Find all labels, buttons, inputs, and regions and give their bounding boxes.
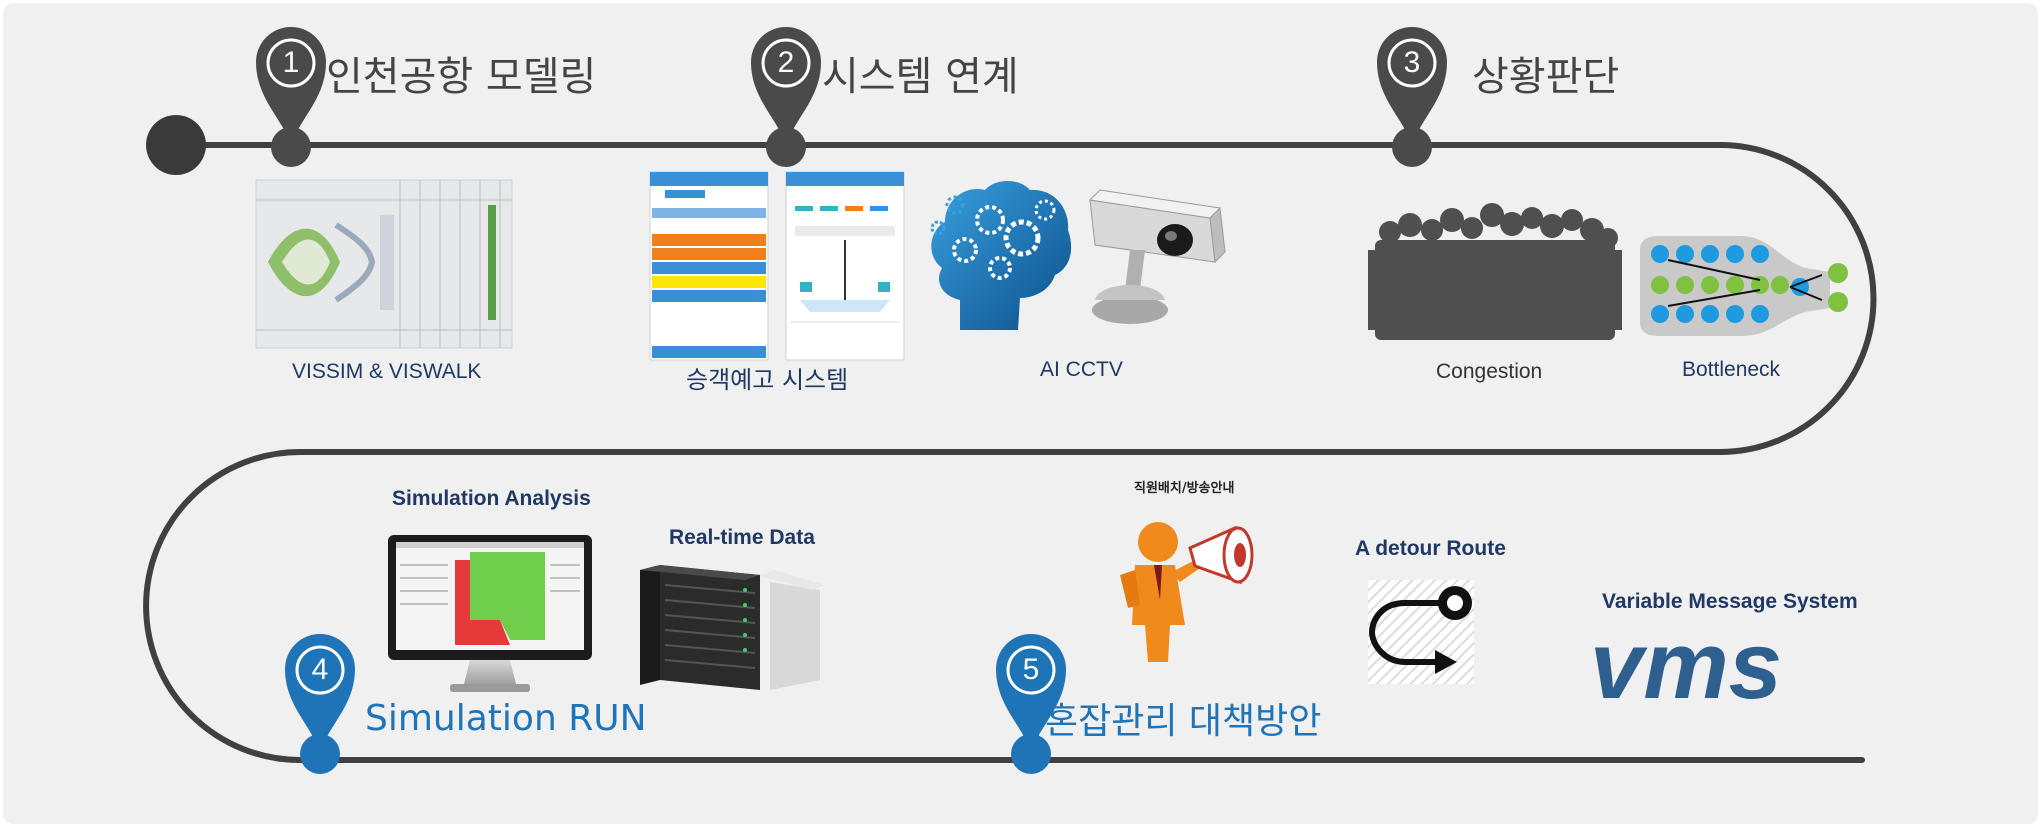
cctv-camera-image (1088, 189, 1226, 324)
realtime-data-caption: Real-time Data (669, 526, 815, 549)
step-1-title: 인천공항 모델링 (326, 54, 597, 100)
step-4-number: 4 (311, 653, 329, 686)
vms-caption: Variable Message System (1602, 590, 1858, 613)
step-4-title: Simulation RUN (365, 698, 647, 739)
step-2-title: 시스템 연계 (822, 54, 1019, 100)
detour-route-caption: A detour Route (1355, 537, 1506, 560)
pin-step-1 (256, 27, 326, 167)
bottleneck-caption: Bottleneck (1682, 358, 1781, 381)
congestion-caption: Congestion (1436, 360, 1543, 383)
crowd-silhouette-image (1368, 203, 1622, 340)
pin-step-5 (996, 634, 1066, 774)
step-2-number: 2 (777, 46, 795, 79)
pin-step-4 (285, 634, 355, 774)
step-5-number: 5 (1022, 653, 1040, 686)
step-1-number: 1 (282, 46, 300, 79)
ai-cctv-caption: AI CCTV (1040, 358, 1123, 381)
simulation-analysis-caption: Simulation Analysis (392, 487, 591, 510)
roadmap-track (143, 142, 1877, 763)
megaphone-person-image (1120, 522, 1254, 662)
step-3-number: 3 (1403, 46, 1421, 79)
step-5-title: 혼잡관리 대책방안 (1045, 701, 1322, 742)
server-rack-image (640, 565, 825, 690)
simulation-monitor-image (388, 535, 592, 692)
vissim-caption: VISSIM & VISWALK (292, 360, 482, 383)
vms-logo: vms (1590, 612, 1782, 719)
passenger-forecast-app-image (649, 171, 905, 361)
pin-step-3 (1377, 27, 1447, 167)
airport-model-image (255, 179, 513, 349)
track-start-dot (146, 115, 206, 175)
ai-brain-image (930, 181, 1072, 330)
bottleneck-image (1640, 236, 1848, 336)
pin-step-2 (751, 27, 821, 167)
detour-route-icon (1368, 580, 1474, 684)
passenger-forecast-caption: 승객예고 시스템 (686, 366, 849, 394)
step-3-title: 상황판단 (1472, 54, 1620, 100)
svg-text:vms: vms (1590, 612, 1782, 719)
staff-broadcast-caption: 직원배치/방송안내 (1134, 481, 1235, 496)
